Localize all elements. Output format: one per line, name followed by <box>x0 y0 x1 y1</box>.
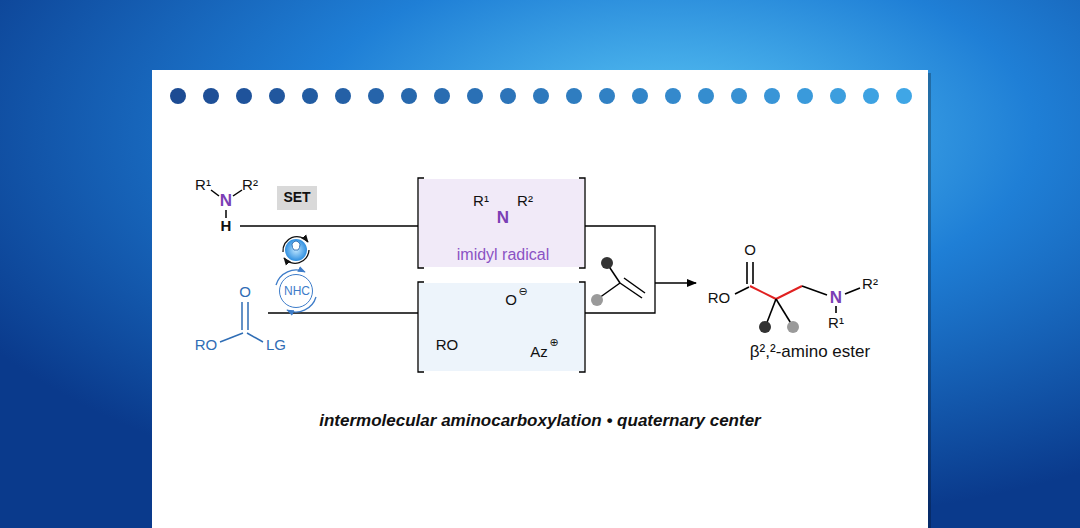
substituent-label: R² <box>242 177 258 194</box>
nitrogen-atom: N <box>220 192 232 211</box>
node-text: SET <box>283 190 310 205</box>
set-box: SET <box>277 186 317 210</box>
binder-dot <box>797 88 813 104</box>
binder-dot <box>269 88 285 104</box>
binder-dot <box>698 88 714 104</box>
azolium-bond <box>491 308 505 332</box>
binder-dot <box>896 88 912 104</box>
azolium-bond <box>462 339 481 344</box>
alkene <box>591 257 645 306</box>
caption: intermolecular aminocarboxylation • quat… <box>319 412 760 431</box>
oxygen-atom: O <box>744 242 756 259</box>
binder-dot <box>203 88 219 104</box>
substituent-label: R¹ <box>195 177 211 194</box>
nitrogen-atom: N <box>830 289 842 308</box>
amine-bonds <box>211 190 242 218</box>
substituent-label: R¹ <box>828 315 844 332</box>
nhc-cycle-arrows <box>276 270 316 312</box>
binder-dot <box>566 88 582 104</box>
azolium-bond <box>493 339 524 349</box>
node-text: ⊕ <box>549 336 558 348</box>
binder-dot <box>830 88 846 104</box>
substituent-label: R² <box>862 276 878 293</box>
binder-dot <box>236 88 252 104</box>
p-orbital-lower <box>481 336 493 360</box>
imidyl-bond <box>509 206 517 212</box>
n-orbital <box>498 228 508 244</box>
node-text: R¹ <box>473 193 489 210</box>
brackets <box>418 178 585 372</box>
binder-dots <box>170 88 912 104</box>
binder-dot <box>434 88 450 104</box>
node-text: imidyl radical <box>457 246 549 264</box>
notebook-page <box>152 70 928 528</box>
binder-dot <box>863 88 879 104</box>
binder-dot <box>632 88 648 104</box>
leaving-group-label: LG <box>266 337 286 354</box>
node-text: R² <box>517 193 533 210</box>
photocatalyst-cycle <box>283 237 309 264</box>
node-text: NHC <box>284 285 310 298</box>
node-text: N <box>497 209 509 228</box>
alkoxy-label: RO <box>708 290 731 307</box>
binder-dot <box>665 88 681 104</box>
azolium-radical-box: O⊖ RO Az⊕ <box>419 283 584 371</box>
node-text: Az <box>530 344 548 361</box>
product-name: β²,²-amino ester <box>750 343 870 362</box>
imidyl-radical-box: R¹ N R² imidyl radical <box>419 179 584 267</box>
oxygen-atom: O <box>239 284 251 301</box>
node-text: RO <box>436 337 459 354</box>
binder-dot <box>401 88 417 104</box>
binder-dot <box>335 88 351 104</box>
binder-dot <box>731 88 747 104</box>
p-orbital-upper <box>481 312 493 336</box>
binder-dot <box>599 88 615 104</box>
binder-dot <box>302 88 318 104</box>
binder-dot <box>368 88 384 104</box>
node-text: ⊖ <box>518 285 527 297</box>
ester-bonds <box>220 302 263 342</box>
alkoxy-label: RO <box>195 337 218 354</box>
binder-dot <box>533 88 549 104</box>
binder-dot <box>500 88 516 104</box>
radical-dot <box>501 234 505 238</box>
binder-dot <box>764 88 780 104</box>
imidyl-bond <box>489 206 497 212</box>
node-text: O <box>505 292 517 309</box>
hydrogen-atom: H <box>221 218 232 235</box>
binder-dot <box>467 88 483 104</box>
binder-dot <box>170 88 186 104</box>
radical-dot <box>485 320 489 324</box>
product-bonds <box>735 262 860 333</box>
nhc-circle: NHC <box>279 274 313 308</box>
